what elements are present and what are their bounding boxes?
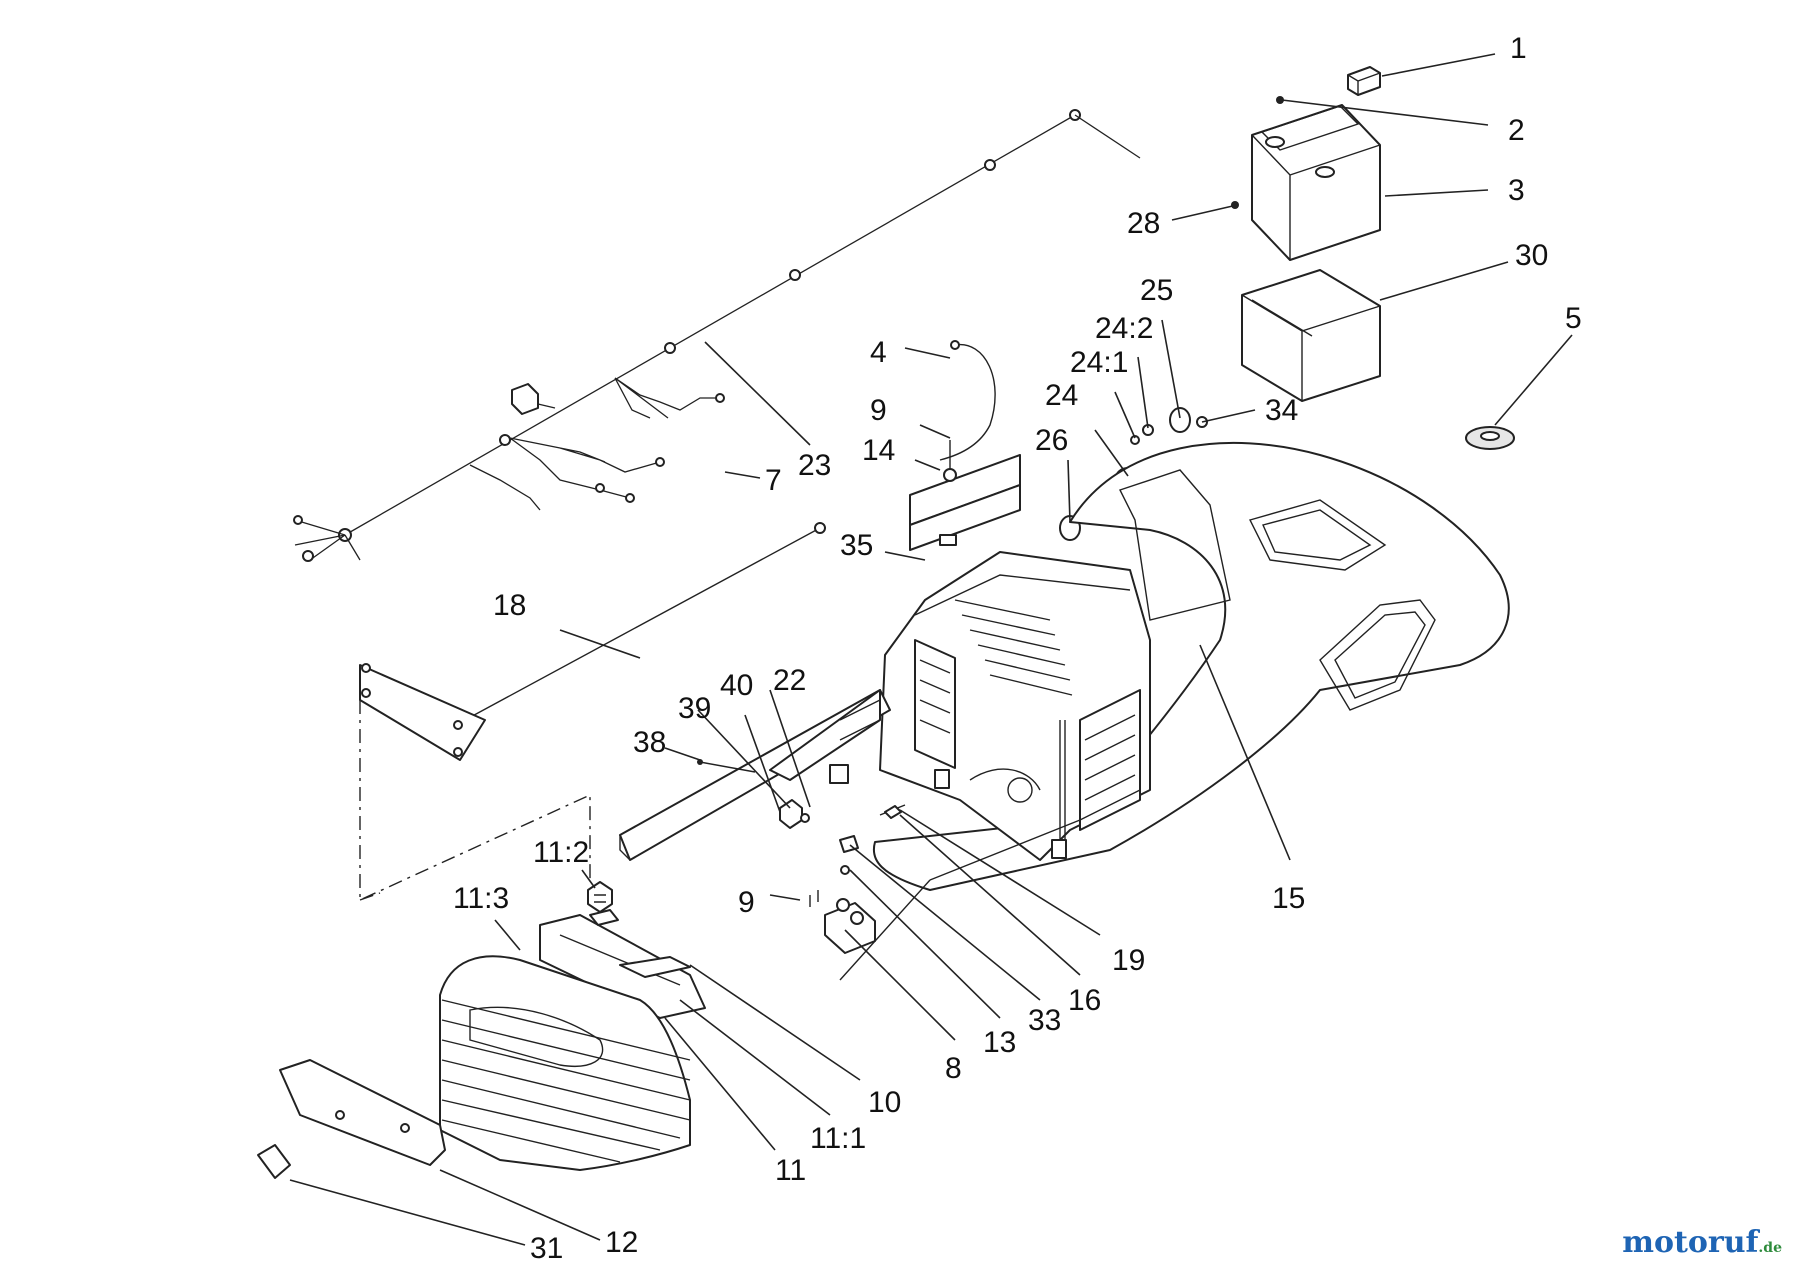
ground-line — [839, 789, 1141, 981]
label-31: 31 — [530, 1232, 563, 1265]
rubber-bumper — [1465, 426, 1515, 450]
part-labels: 1 2 3 28 30 5 25 24:2 24:1 24 34 26 4 9 … — [453, 32, 1582, 1265]
label-9b: 9 — [738, 886, 755, 919]
watermark-logo: motoruf.de — [1622, 1225, 1782, 1260]
lower-trim — [279, 1059, 446, 1166]
label-11-2: 11:2 — [533, 836, 589, 869]
alignment-dash — [359, 700, 591, 902]
solenoid — [809, 835, 876, 954]
mounting-bracket — [909, 440, 1021, 551]
label-34: 34 — [1265, 394, 1298, 427]
label-10: 10 — [868, 1086, 901, 1119]
label-7: 7 — [765, 464, 782, 497]
label-23: 23 — [798, 449, 831, 482]
battery-cable — [939, 340, 996, 461]
label-13: 13 — [983, 1026, 1016, 1059]
fender-body — [872, 442, 1510, 891]
leader-lines — [289, 53, 1573, 1246]
label-8: 8 — [945, 1052, 962, 1085]
label-11-1: 11:1 — [810, 1122, 866, 1155]
label-19: 19 — [1112, 944, 1145, 977]
rod — [464, 522, 826, 721]
label-38: 38 — [633, 726, 666, 759]
label-14: 14 — [862, 434, 895, 467]
emblem — [257, 1144, 291, 1179]
label-24-1: 24:1 — [1070, 346, 1128, 379]
label-25: 25 — [1140, 274, 1173, 307]
label-39: 39 — [678, 692, 711, 725]
grille-knob — [587, 881, 613, 913]
label-35: 35 — [840, 529, 873, 562]
label-11-3: 11:3 — [453, 882, 509, 915]
headlight-bracket — [539, 909, 706, 1019]
label-40: 40 — [720, 669, 753, 702]
hinge-rail — [619, 689, 891, 861]
battery-tray — [1241, 269, 1381, 402]
label-16: 16 — [1068, 984, 1101, 1017]
wire-harness — [293, 109, 1141, 562]
label-4: 4 — [870, 336, 887, 369]
grille-plate — [359, 663, 486, 761]
label-24: 24 — [1045, 379, 1078, 412]
battery — [1251, 104, 1381, 261]
dash-tower — [879, 551, 1151, 861]
label-11: 11 — [775, 1154, 806, 1187]
watermark-tld: .de — [1758, 1240, 1782, 1256]
label-1: 1 — [1510, 32, 1527, 65]
battery-screw-top — [1276, 96, 1284, 104]
watermark-name: motoruf — [1622, 1225, 1759, 1260]
label-22: 22 — [773, 664, 806, 697]
label-24-2: 24:2 — [1095, 312, 1153, 345]
battery-cap — [1347, 66, 1381, 96]
label-15: 15 — [1272, 882, 1305, 915]
label-33: 33 — [1028, 1004, 1061, 1037]
wire-connector — [879, 804, 906, 819]
label-9a: 9 — [870, 394, 887, 427]
label-12: 12 — [605, 1226, 638, 1259]
label-30: 30 — [1515, 239, 1548, 272]
hood-grille — [439, 955, 691, 1171]
label-26: 26 — [1035, 424, 1068, 457]
label-2: 2 — [1508, 114, 1525, 147]
label-18: 18 — [493, 589, 526, 622]
hinge-knob — [697, 759, 810, 829]
label-3: 3 — [1508, 174, 1525, 207]
label-5: 5 — [1565, 302, 1582, 335]
label-28: 28 — [1127, 207, 1160, 240]
